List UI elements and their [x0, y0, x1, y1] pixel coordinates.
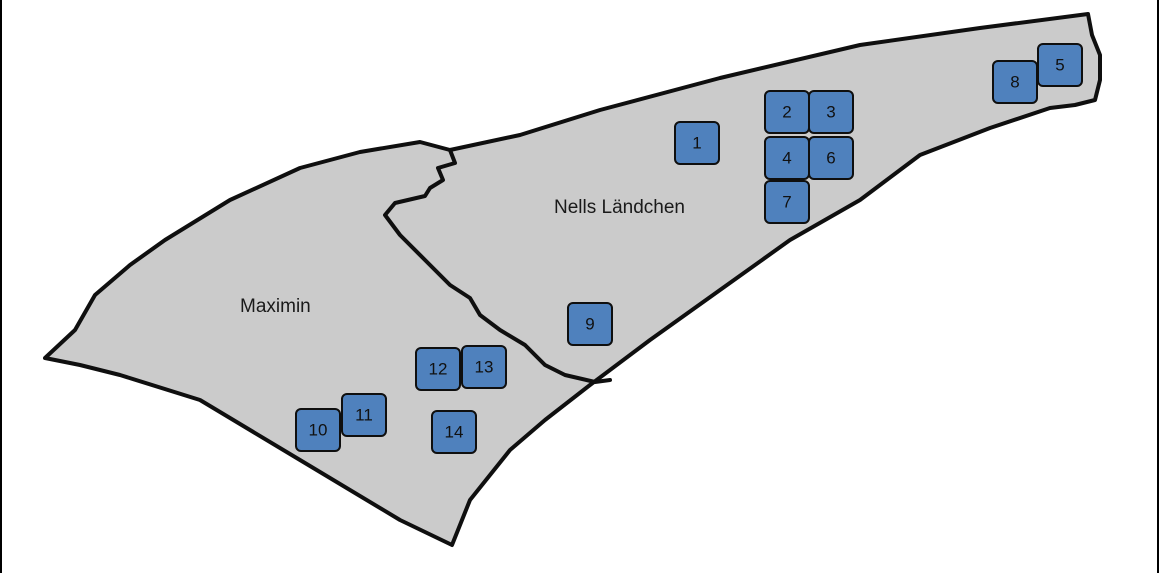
marker-label: 3 — [826, 103, 835, 122]
marker-11[interactable]: 11 — [341, 393, 387, 437]
marker-label: 6 — [826, 149, 835, 168]
marker-14[interactable]: 14 — [431, 410, 477, 454]
marker-1[interactable]: 1 — [674, 121, 720, 165]
marker-4[interactable]: 4 — [764, 136, 810, 180]
marker-13[interactable]: 13 — [461, 345, 507, 389]
district-boundary — [383, 148, 612, 384]
marker-label: 8 — [1010, 73, 1019, 92]
marker-label: 1 — [692, 134, 701, 153]
marker-label: 12 — [429, 360, 448, 379]
marker-5[interactable]: 5 — [1037, 43, 1083, 87]
marker-7[interactable]: 7 — [764, 180, 810, 224]
marker-label: 4 — [782, 149, 791, 168]
marker-10[interactable]: 10 — [295, 408, 341, 452]
district-label-nells-laendchen: Nells Ländchen — [554, 197, 685, 218]
marker-label: 14 — [445, 423, 464, 442]
marker-label: 11 — [355, 406, 373, 425]
marker-6[interactable]: 6 — [808, 136, 854, 180]
marker-label: 5 — [1055, 56, 1064, 75]
marker-label: 9 — [585, 315, 594, 334]
marker-label: 10 — [309, 421, 328, 440]
marker-9[interactable]: 9 — [567, 302, 613, 346]
marker-label: 7 — [782, 193, 791, 212]
marker-3[interactable]: 3 — [808, 90, 854, 134]
marker-12[interactable]: 12 — [415, 347, 461, 391]
land-area — [43, 12, 1102, 547]
district-label-maximin: Maximin — [240, 296, 311, 317]
marker-label: 13 — [475, 358, 494, 377]
marker-8[interactable]: 8 — [992, 60, 1038, 104]
marker-2[interactable]: 2 — [764, 90, 810, 134]
marker-label: 2 — [782, 103, 791, 122]
